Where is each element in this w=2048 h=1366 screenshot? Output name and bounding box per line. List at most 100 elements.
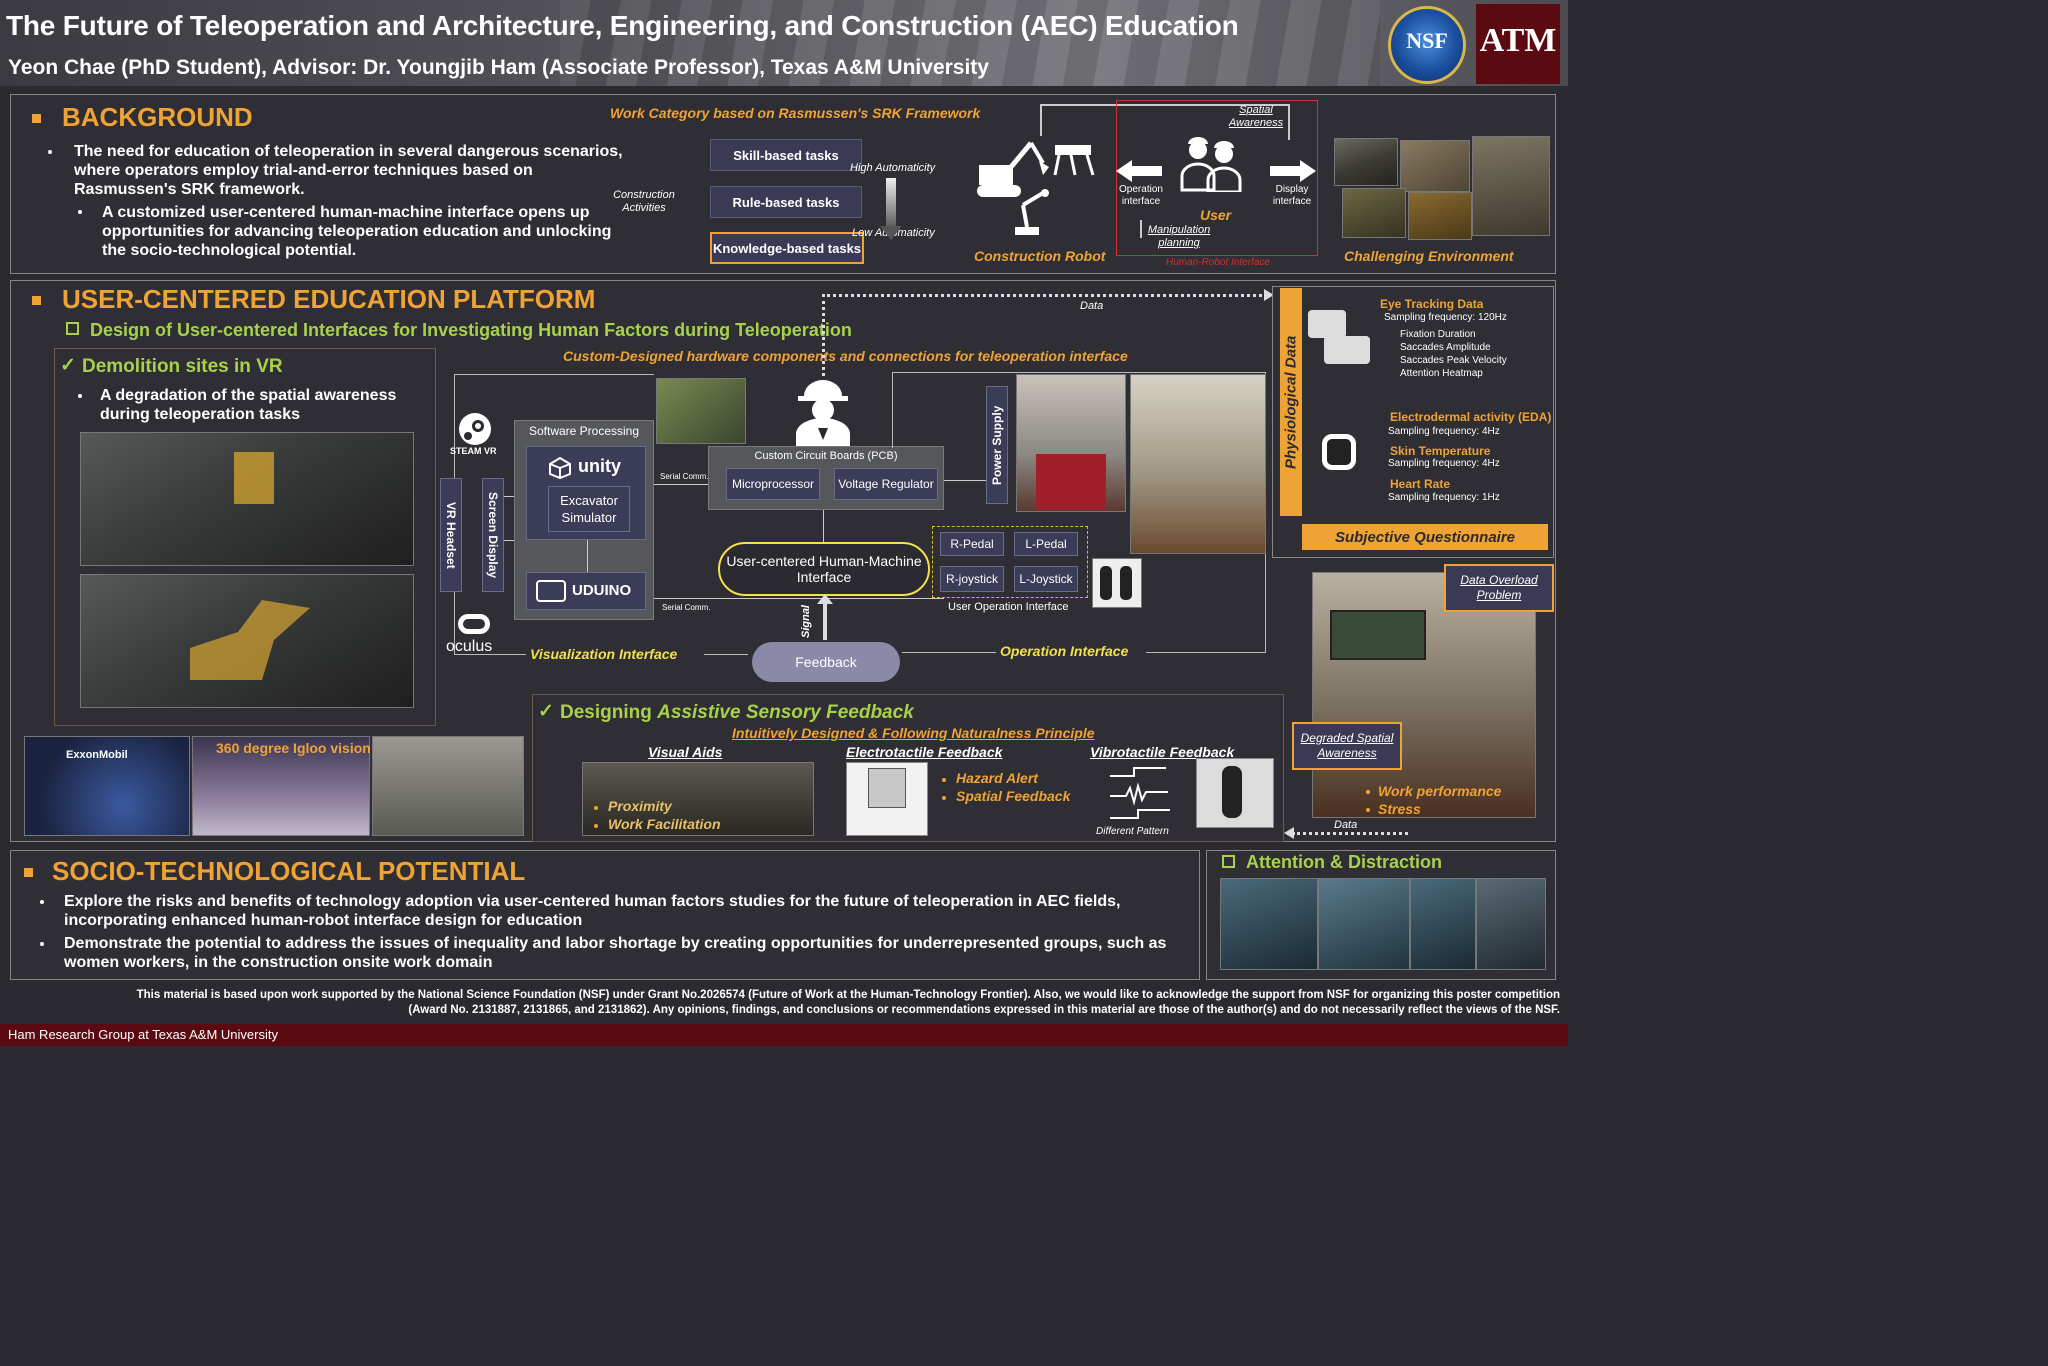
igloo-label: 360 degree Igloo vision [216,740,371,756]
background-bullet-2: A customized user-centered human-machine… [102,204,612,259]
bullet-dot [1366,790,1370,794]
demolition-panel [54,348,436,726]
demolition-title: Demolition sites in VR [82,356,283,377]
eda-title: Electrodermal activity (EDA) [1390,410,1552,424]
section-marker [32,296,41,305]
srk-title: Work Category based on Rasmussen's SRK F… [610,105,981,121]
automaticity-arrow [886,178,896,230]
header-background-photo [560,0,1380,86]
bullet-dot [40,900,44,904]
eye-tracker-glasses-photo [1324,336,1370,364]
stress-label: Stress [1378,801,1421,817]
eda-freq: Sampling frequency: 4Hz [1388,426,1500,437]
tamu-logo [1476,4,1560,84]
operator-photo [1130,374,1266,554]
section-marker [24,868,33,877]
attention-heatmap-1 [1220,878,1318,970]
connector-line [587,540,588,572]
environment-photo-5 [1408,192,1472,240]
environment-photo-3 [1472,136,1550,236]
checkbox-icon [66,322,79,335]
heart-rate-freq: Sampling frequency: 1Hz [1388,492,1500,503]
connector-line [1140,220,1142,238]
circuit-board-photo [656,378,746,444]
feedback-title: Designing Assistive Sensory Feedback [560,702,914,724]
exxonmobil-photo [24,736,190,836]
r-joystick-box: R-joystick [940,566,1004,592]
signal-arrow [823,600,827,640]
socio-panel [10,850,1200,980]
joystick-shape [1120,566,1132,600]
hardware-title: Custom-Designed hardware components and … [563,348,1128,364]
microprocessor-box: Microprocessor [726,468,820,500]
footer-bar [0,1024,1568,1046]
check-icon: ✓ [60,355,76,376]
feedback-title-prefix: Designing [560,702,658,723]
joystick-shape [1100,566,1112,600]
cockpit-frame-shape [1036,454,1106,510]
electrotactile-title: Electrotactile Feedback [846,744,1003,760]
user-label: User [1200,207,1232,223]
feedback-panel [532,694,1284,842]
rule-based-task: Rule-based tasks [710,186,862,218]
construction-robot-label: Construction Robot [974,248,1106,264]
connector-line [823,510,824,542]
section-marker [32,114,41,123]
spatial-awareness-label: Spatial Awareness [1228,104,1284,129]
data-label-bottom: Data [1334,819,1358,831]
bullet-dot [942,778,946,782]
display-interface-label: Display interface [1272,184,1312,207]
work-facilitation-label: Work Facilitation [608,816,721,832]
construction-robot-icon [977,141,1095,235]
tamu-logo-text: ATM [1479,22,1557,59]
bullet-dot [78,210,82,214]
subjective-questionnaire-box: Subjective Questionnaire [1302,524,1548,550]
visual-aids-photo [582,762,814,836]
pcb-label: Custom Circuit Boards (PCB) [754,450,898,462]
knowledge-based-task: Knowledge-based tasks [710,232,864,264]
serial-comm-line [654,484,708,485]
bullet-dot [942,796,946,800]
hri-box [1116,100,1318,256]
environment-photo-4 [1342,188,1406,238]
platform-subtitle: Design of User-centered Interfaces for I… [90,320,852,340]
lab-screen-photo [372,736,524,836]
bullet-dot [594,824,598,828]
user-operation-interface-label: User Operation Interface [948,601,1069,613]
manipulation-planning-label: Manipulation planning [1147,224,1211,249]
bullet-dot [40,942,44,946]
r-pedal-box: R-Pedal [940,532,1004,556]
authors-line: Yeon Chae (PhD Student), Advisor: Dr. Yo… [8,56,989,79]
feedback-title-emphasis: Assistive Sensory Feedback [657,702,914,723]
hazard-alert-label: Hazard Alert [956,770,1038,786]
connector-line [1040,104,1042,136]
hri-label: Human-Robot Interface [1166,257,1270,268]
eye-item-1: Fixation Duration [1400,329,1476,340]
oculus-label: oculus [446,638,493,655]
heart-rate-title: Heart Rate [1390,477,1451,491]
bracket-line [892,372,1266,373]
connector-line [944,480,986,481]
bracket-line [902,652,996,653]
feedback-box: Feedback [752,642,900,682]
header-banner [0,0,1568,86]
wristband-icon [1322,434,1356,470]
data-arrow-top [822,294,1268,297]
vr-headset-photo [1308,310,1346,338]
demolition-bullet: A degradation of the spatial awareness d… [100,387,397,423]
joystick-shape [1222,766,1242,818]
operation-controls-box [932,526,1088,598]
signal-arrowhead [817,594,833,604]
different-pattern-label: Different Pattern [1096,826,1169,837]
spatial-feedback-label: Spatial Feedback [956,788,1071,804]
serial-comm-line [654,598,944,599]
visualization-interface-label: Visualization Interface [530,646,678,662]
acknowledgement-line-2: (Award No. 2131887, 2131865, and 2131862… [408,1004,1560,1016]
arrow-left-icon [1116,160,1162,182]
attention-heatmap-3 [1410,878,1476,970]
socio-bullet-1: Explore the risks and benefits of techno… [64,893,1121,929]
degraded-awareness-box: Degraded Spatial Awareness [1292,722,1402,770]
steamvr-label: STEAM VR [450,446,497,456]
eye-item-2: Saccades Amplitude [1400,342,1491,353]
automaticity-arrow-head [880,226,902,240]
